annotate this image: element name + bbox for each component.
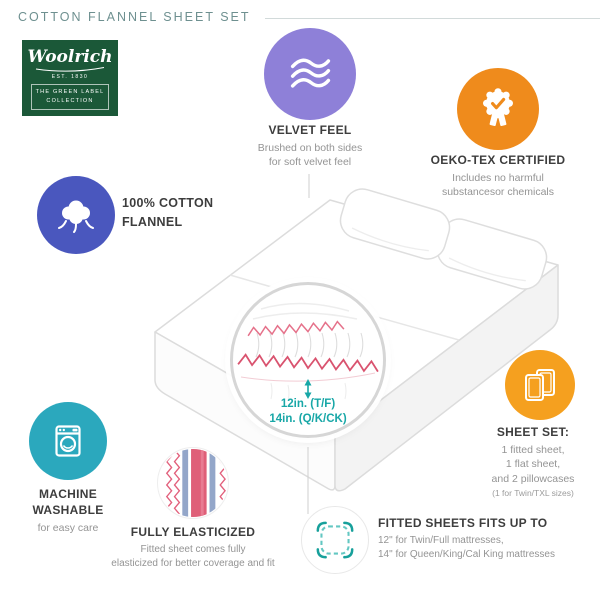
logo-collection-line2: COLLECTION [46,97,94,104]
logo-underline-flourish [35,67,105,72]
fully-elasticized-desc: Fitted sheet comes fully elasticized for… [111,544,275,569]
oeko-tex-desc: Includes no harmful substancesor chemica… [441,172,555,199]
cotton-boll-icon [58,200,94,233]
cotton-flannel-title: 100% COTTON FLANNEL [122,196,214,229]
washing-machine-icon [55,425,81,457]
sheet-stack-icon [525,369,555,401]
header-divider-line [264,17,600,19]
woolrich-logo: Woolrich EST. 1830 THE GREEN LABEL COLLE… [22,40,118,116]
fitted-sheet-corners-icon [316,521,354,559]
cotton-flannel-text: 100% COTTON FLANNEL [122,194,262,232]
brand-name: Woolrich [27,47,113,67]
fully-elasticized-text: FULLY ELASTICIZED Fitted sheet comes ful… [88,524,298,570]
machine-washable-text: MACHINE WASHABLE for easy care [4,486,132,536]
fitted-sheets-title: FITTED SHEETS FITS UP TO [378,516,548,530]
elastic-band-swatch [158,448,228,518]
velvet-feel-circle [264,28,356,120]
depth-label-queen-king: 14in. (Q/K/CK) [269,413,346,425]
machine-washable-desc: for easy care [37,522,99,535]
fitted-sheets-circle [301,506,369,574]
cotton-flannel-circle [37,176,115,254]
header: COTTON FLANNEL SHEET SET [18,10,600,24]
fitted-sheets-text: FITTED SHEETS FITS UP TO 12" for Twin/Fu… [378,515,600,561]
oeko-tex-title: OEKO-TEX CERTIFIED [430,153,566,167]
sheet-set-text: SHEET SET: 1 fitted sheet, 1 flat sheet,… [466,424,600,498]
velvet-feel-text: VELVET FEEL Brushed on both sides for so… [222,122,398,170]
sheet-set-note: (1 for Twin/TXL sizes) [492,487,574,498]
sheet-set-desc: 1 fitted sheet, 1 flat sheet, and 2 pill… [491,444,575,485]
fitted-sheet-depth-magnifier: 12in. (T/F) 14in. (Q/K/CK) [230,282,386,438]
certificate-medal-icon [483,88,513,127]
velvet-feel-desc: Brushed on both sides for soft velvet fe… [257,142,363,169]
depth-measurement [304,379,312,399]
fully-elasticized-title: FULLY ELASTICIZED [130,525,256,539]
machine-washable-title: MACHINE WASHABLE [32,487,104,518]
sheet-set-circle [505,350,575,420]
page-title: COTTON FLANNEL SHEET SET [18,10,251,24]
sheet-set-title: SHEET SET: [496,425,570,439]
depth-label-twin-full: 12in. (T/F) [281,398,335,410]
velvet-feel-title: VELVET FEEL [268,123,352,137]
logo-collection-label: THE GREEN LABEL COLLECTION [31,84,109,110]
fully-elasticized-circle [157,447,229,519]
elastic-corner-detail: 12in. (T/F) 14in. (Q/K/CK) [234,286,382,434]
logo-collection-line1: THE GREEN LABEL [35,89,105,95]
pillow-left [339,188,451,260]
machine-washable-circle [29,402,107,480]
oeko-tex-circle [457,68,539,150]
velvet-waves-icon [290,58,331,88]
fitted-sheets-desc: 12" for Twin/Full mattresses, 14" for Qu… [378,535,555,560]
logo-est-date: EST. 1830 [51,74,89,80]
oeko-tex-text: OEKO-TEX CERTIFIED Includes no harmful s… [408,152,588,200]
